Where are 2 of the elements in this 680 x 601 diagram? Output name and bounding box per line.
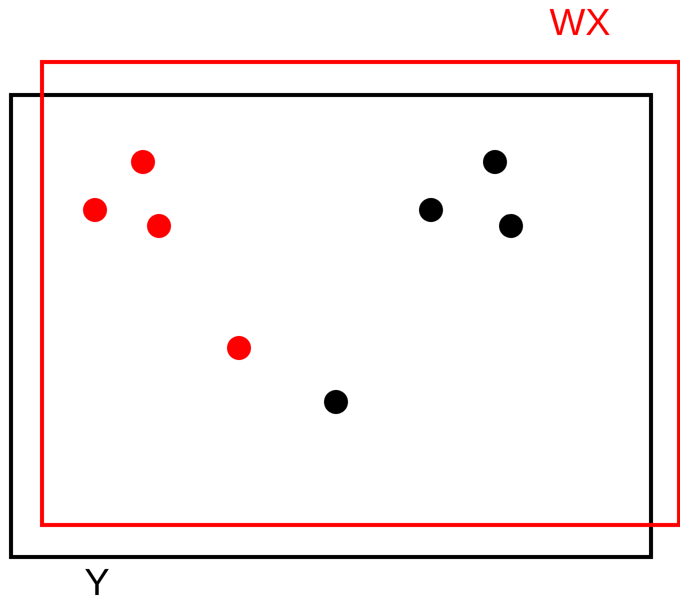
node-label: Y	[85, 568, 109, 596]
node-label: WX	[550, 8, 610, 36]
